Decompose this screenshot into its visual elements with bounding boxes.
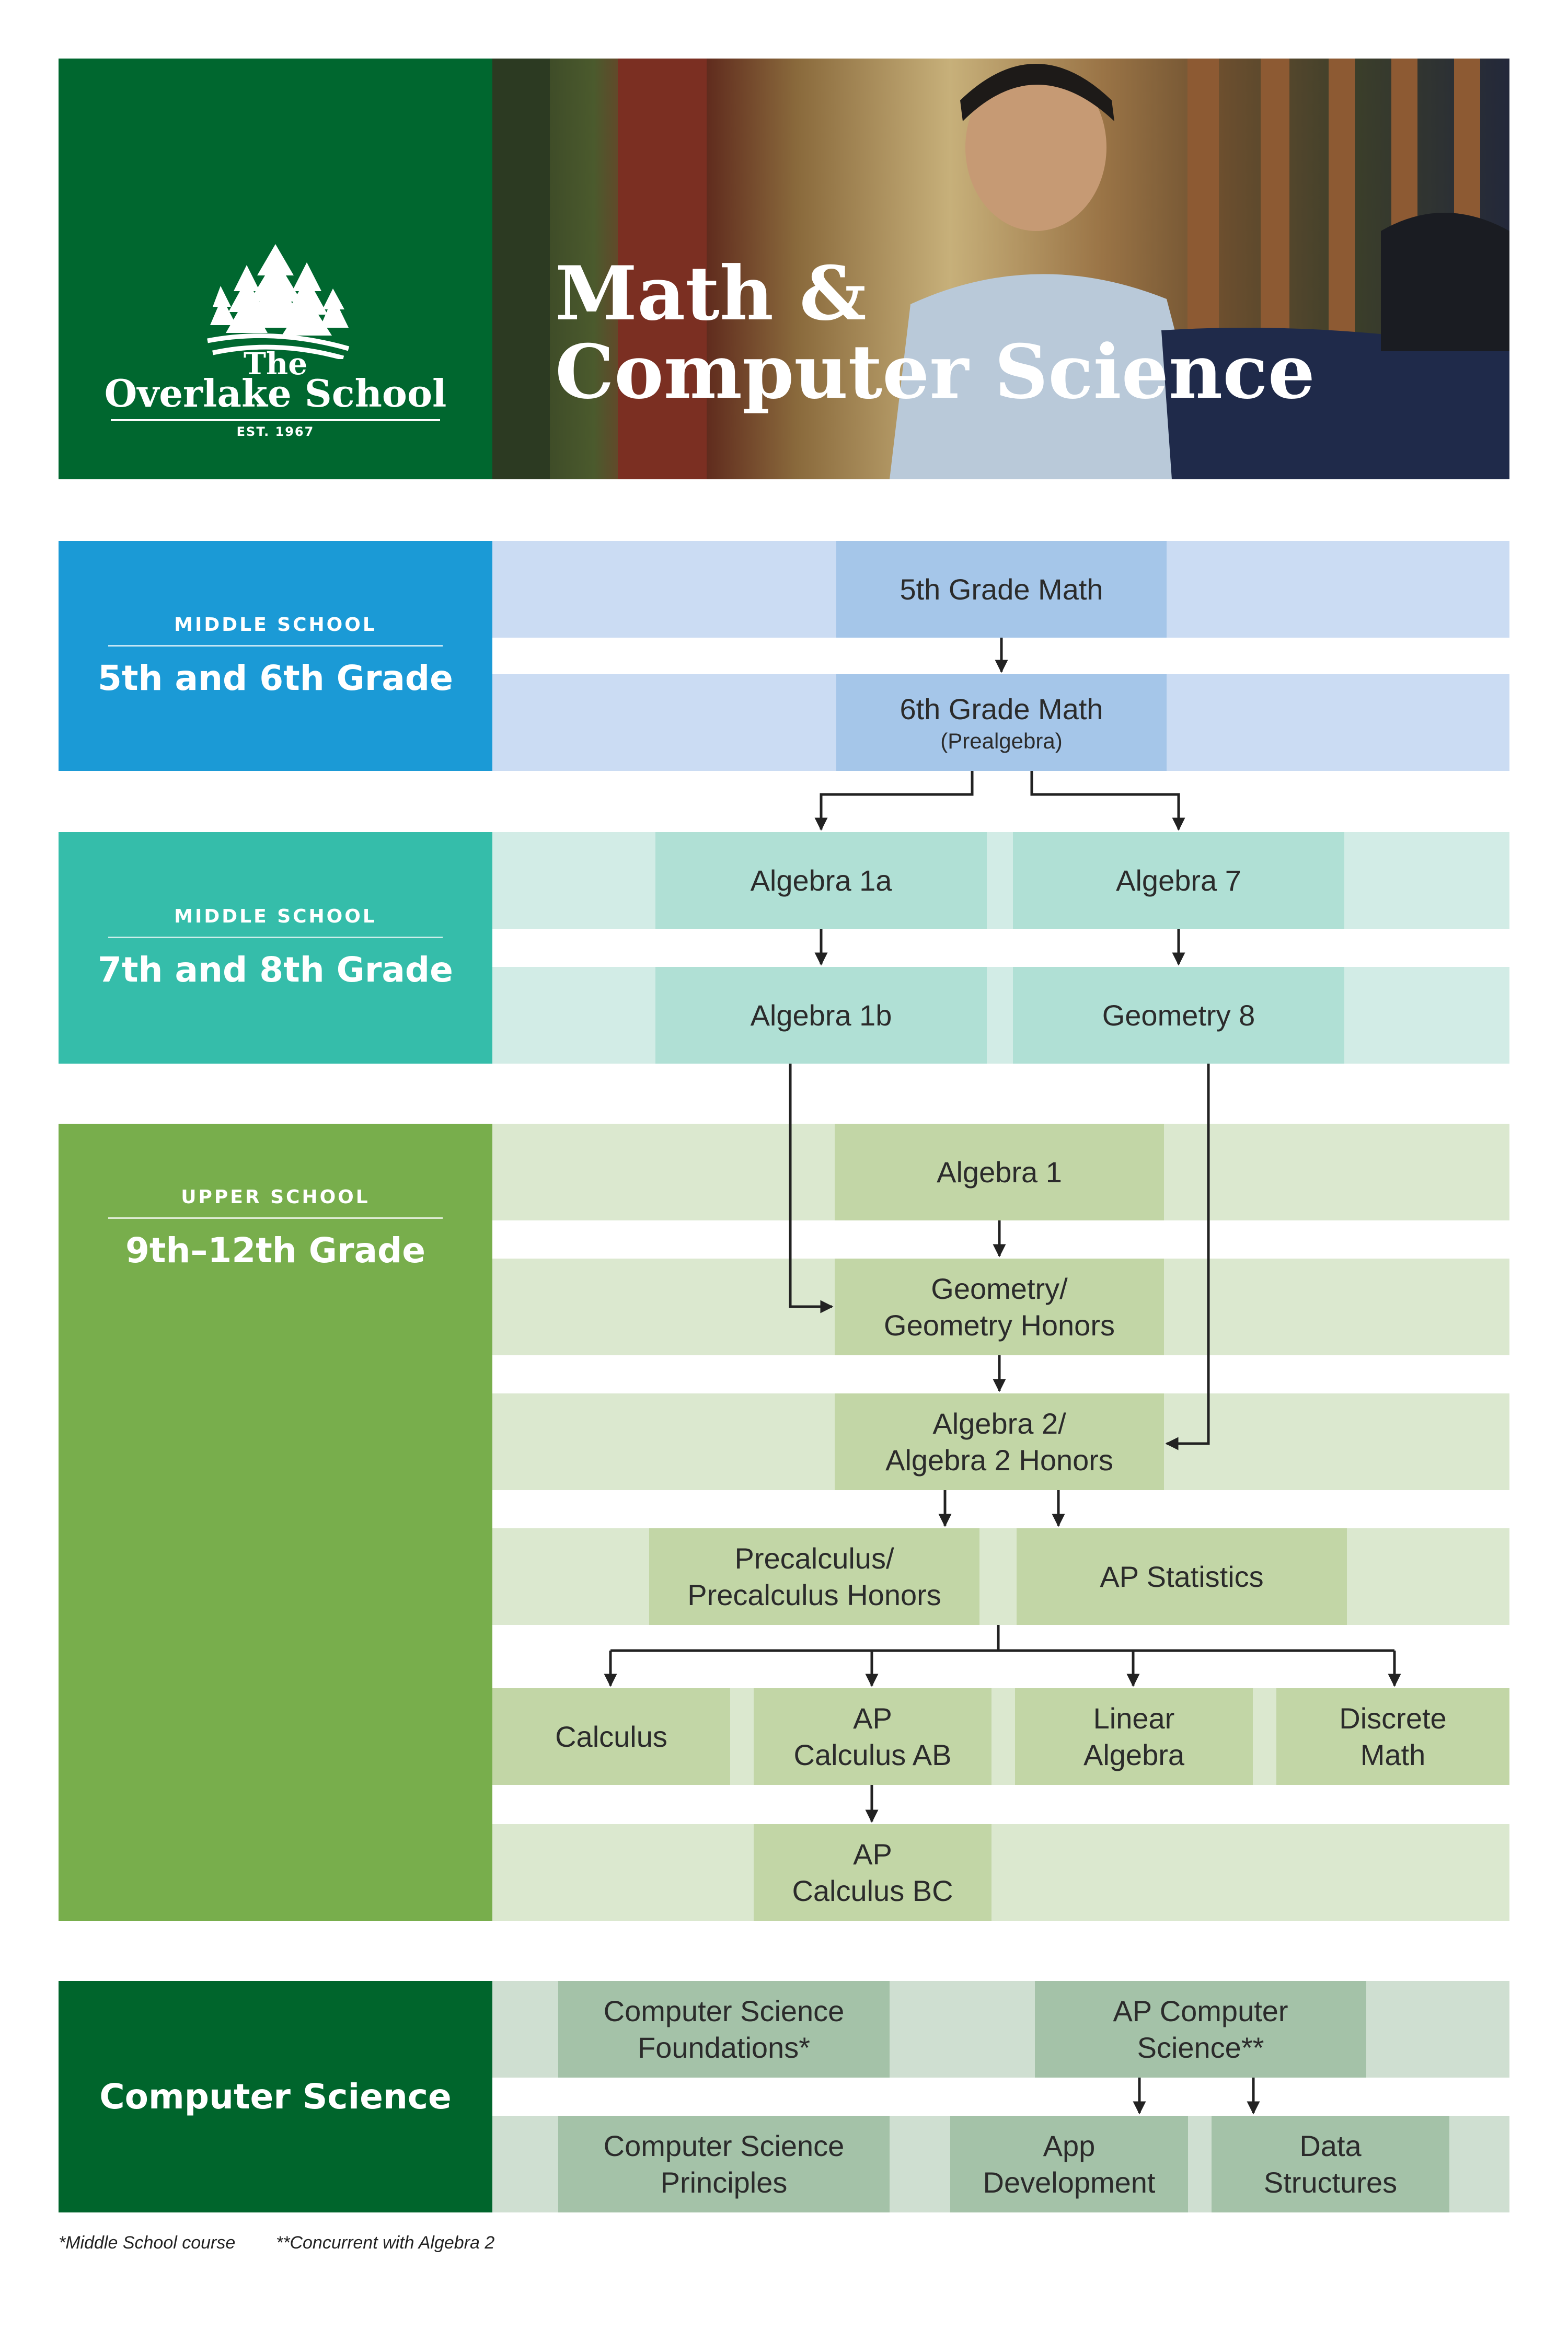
course-label: Algebra 7 [1116, 863, 1241, 897]
course-label-line1: Computer Science [603, 1994, 845, 2027]
course-label-line2: Principles [660, 2165, 788, 2199]
course-label: Algebra 1b [750, 998, 892, 1032]
logo-school-name: Overlake School [104, 371, 447, 416]
course-label-line2: Precalculus Honors [687, 1578, 941, 1611]
course-label: 6th Grade Math [900, 692, 1103, 725]
course-precalculus: Precalculus/ Precalculus Honors [649, 1528, 979, 1625]
course-label-line2: Calculus AB [793, 1738, 952, 1771]
section-rule [108, 644, 443, 647]
course-cs-foundations: Computer Science Foundations* [558, 1981, 890, 2078]
section-title: 9th–12th Grade [125, 1230, 426, 1271]
section-7-8-grade: MIDDLE SCHOOL 7th and 8th Grade [59, 832, 492, 1064]
arrow-geometry-8-to-algebra-2 [1165, 1064, 1210, 1450]
course-label-line1: AP [853, 1701, 892, 1735]
course-label-line2: Algebra [1083, 1738, 1185, 1771]
section-label: UPPER SCHOOL [181, 1186, 370, 1208]
footnote-middle-school: *Middle School course [59, 2233, 236, 2253]
course-algebra-1a: Algebra 1a [655, 832, 987, 929]
section-title: 5th and 6th Grade [98, 658, 453, 698]
course-label-line1: Data [1299, 2129, 1362, 2162]
course-algebra-1: Algebra 1 [835, 1124, 1164, 1220]
section-upper-school: UPPER SCHOOL 9th–12th Grade [59, 1124, 492, 1921]
course-geometry-8: Geometry 8 [1013, 967, 1344, 1064]
header-logo-panel: The Overlake School EST. 1967 [59, 59, 492, 479]
course-label-line1: Computer Science [603, 2129, 845, 2162]
course-algebra-1b: Algebra 1b [655, 967, 987, 1064]
section-label: MIDDLE SCHOOL [174, 614, 377, 636]
course-label: Calculus [555, 1720, 667, 1753]
course-label: Algebra 1a [750, 863, 892, 897]
course-label-line1: Algebra 2/ [932, 1406, 1066, 1440]
course-linear-algebra: Linear Algebra [1015, 1688, 1253, 1785]
section-title: Computer Science [99, 2077, 452, 2117]
course-label: Algebra 1 [937, 1155, 1062, 1189]
course-algebra-7: Algebra 7 [1013, 832, 1344, 929]
course-ap-statistics: AP Statistics [1017, 1528, 1347, 1625]
header-title-line2: Computer Science [555, 329, 1316, 416]
logo-the: The [243, 346, 308, 382]
course-label-line2: Foundations* [637, 2031, 810, 2064]
course-data-structures: Data Structures [1212, 2116, 1449, 2212]
photo-illustration [492, 59, 1509, 479]
course-label-line1: Geometry/ [931, 1272, 1068, 1305]
arrow-6th-to-algebra-7 [1030, 771, 1185, 831]
arrow-algebra-1b-to-geometry [789, 1064, 834, 1313]
section-computer-science: Computer Science [59, 1981, 492, 2212]
row-band [492, 1824, 1509, 1921]
course-app-development: App Development [950, 2116, 1188, 2212]
section-5-6-grade: MIDDLE SCHOOL 5th and 6th Grade [59, 541, 492, 771]
course-ap-computer-science: AP Computer Science** [1035, 1981, 1366, 2078]
course-sublabel: (Prealgebra) [940, 728, 1063, 753]
course-6th-grade-math: 6th Grade Math (Prealgebra) [836, 674, 1167, 771]
course-5th-grade-math: 5th Grade Math [836, 541, 1167, 638]
course-label: Geometry 8 [1102, 998, 1255, 1032]
section-title: 7th and 8th Grade [98, 950, 453, 990]
header-photo: Math & Computer Science [492, 59, 1509, 479]
course-ap-calculus-bc: AP Calculus BC [754, 1824, 991, 1921]
course-calculus: Calculus [492, 1688, 730, 1785]
logo-est: EST. 1967 [236, 424, 315, 439]
course-label-line1: Linear [1093, 1701, 1175, 1735]
course-cs-principles: Computer Science Principles [558, 2116, 890, 2212]
trees-logo-icon [207, 244, 350, 359]
course-label-line1: AP Computer [1113, 1994, 1288, 2027]
course-label-line2: Science** [1137, 2031, 1264, 2064]
course-label-line1: Discrete [1339, 1701, 1447, 1735]
section-rule [108, 1217, 443, 1219]
section-label: MIDDLE SCHOOL [174, 906, 377, 927]
course-label-line2: Calculus BC [792, 1874, 953, 1907]
course-label-line2: Geometry Honors [884, 1308, 1115, 1342]
course-label: AP Statistics [1100, 1560, 1264, 1593]
course-label-line1: AP [853, 1837, 892, 1871]
course-label-line2: Math [1360, 1738, 1426, 1771]
course-discrete-math: Discrete Math [1276, 1688, 1509, 1785]
course-label-line2: Structures [1263, 2165, 1398, 2199]
header-title-line1: Math & [555, 250, 867, 337]
logo-rule [111, 419, 440, 421]
course-label-line2: Algebra 2 Honors [885, 1443, 1113, 1477]
course-geometry: Geometry/ Geometry Honors [835, 1259, 1164, 1355]
course-ap-calculus-ab: AP Calculus AB [754, 1688, 991, 1785]
footnote-concurrent: **Concurrent with Algebra 2 [276, 2233, 495, 2253]
course-label-line1: App [1043, 2129, 1096, 2162]
course-label-line2: Development [983, 2165, 1156, 2199]
course-label: 5th Grade Math [900, 572, 1103, 606]
course-algebra-2: Algebra 2/ Algebra 2 Honors [835, 1393, 1164, 1490]
arrow-6th-to-algebra-1a [814, 771, 974, 831]
course-label-line1: Precalculus/ [734, 1541, 894, 1575]
section-rule [108, 937, 443, 938]
